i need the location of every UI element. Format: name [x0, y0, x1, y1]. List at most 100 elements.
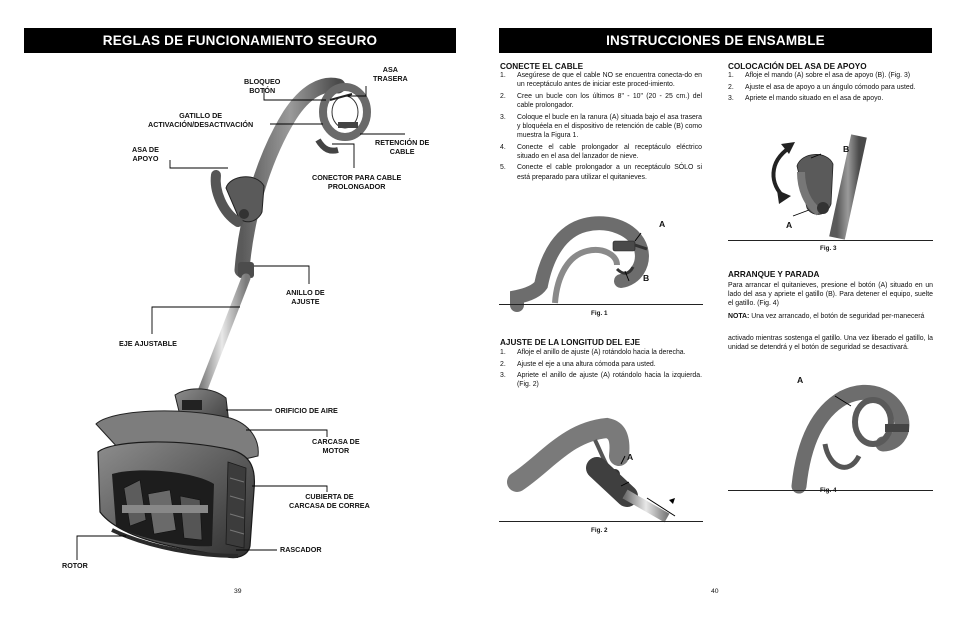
fig3-caption: Fig. 3 — [820, 245, 837, 252]
step-text: Conecte el cable prolongador a un recept… — [517, 164, 702, 181]
page-number: 39 — [234, 588, 242, 595]
nota-text: Una vez arrancado, el botón de seguridad… — [749, 313, 925, 320]
fig4-rule — [728, 490, 933, 491]
fig1-illustration — [510, 216, 649, 312]
step-number: 3. — [728, 95, 734, 103]
label-line: CARCASA DE CORREA — [289, 501, 370, 510]
label-carcasa-motor: CARCASA DE MOTOR — [312, 437, 360, 455]
right-page: INSTRUCCIONES DE ENSAMBLE CONECTE EL CAB… — [477, 0, 954, 618]
label-asa-apoyo: ASA DE APOYO — [132, 145, 159, 163]
label-orificio-aire: ORIFICIO DE AIRE — [275, 406, 338, 415]
label-rascador: RASCADOR — [280, 545, 322, 554]
step: 1. Asegúrese de que el cable NO se encuen… — [500, 71, 702, 89]
fig1-letter-b: B — [643, 273, 650, 283]
label-rotor: ROTOR — [62, 561, 88, 570]
step-number: 1. — [500, 72, 506, 79]
label-line: APOYO — [132, 154, 159, 163]
fig1-letter-a: A — [659, 219, 666, 229]
colocacion-steps: 1. Afloje el mando (A) sobre el asa de ap… — [728, 71, 933, 106]
label-line: ASA DE — [132, 145, 159, 154]
step-text: Apriete el anillo de ajuste (A) rotándol… — [517, 372, 702, 389]
step: 2. Ajuste el eje a una altura cómoda para… — [500, 360, 702, 369]
left-page: REGLAS DE FUNCIONAMIENTO SEGURO — [24, 28, 456, 595]
fig3-illustration — [771, 134, 867, 240]
step-text: Afloje el anillo de ajuste (A) rotándolo… — [517, 349, 686, 356]
fig2-caption: Fig. 2 — [591, 527, 608, 534]
conecte-steps: 1. Asegúrese de que el cable NO se encuen… — [500, 71, 702, 184]
label-line: CABLE — [389, 147, 415, 156]
label-conector-cable: CONECTOR PARA CABLE PROLONGADOR — [312, 173, 401, 191]
label-bloqueo-boton: BLOQUEO BOTÓN — [244, 77, 280, 95]
step-text: Afloje el mando (A) sobre el asa de apoy… — [745, 72, 911, 79]
fig4-illustration — [791, 385, 910, 494]
step-number: 4. — [500, 143, 506, 151]
step-number: 3. — [500, 372, 506, 380]
step: 2. Cree un bucle con los últimos 8" - 10"… — [500, 92, 702, 110]
label-line: BLOQUEO — [244, 77, 281, 86]
step-number: 2. — [500, 360, 506, 368]
step-text: Cree un bucle con los últimos 8" - 10" (… — [517, 92, 702, 109]
step: 3. Apriete el mando situado en el asa de … — [728, 94, 933, 103]
label-line: RETENCIÓN DE — [375, 138, 430, 147]
section-title-ajuste: AJUSTE DE LA LONGITUD DEL EJE — [500, 338, 641, 347]
label-line: GATILLO DE — [179, 111, 223, 120]
safety-rules-banner: REGLAS DE FUNCIONAMIENTO SEGURO — [24, 28, 456, 53]
step: 1. Afloje el anillo de ajuste (A) rotándo… — [500, 348, 702, 357]
section-title-arranque: ARRANQUE Y PARADA — [728, 270, 820, 279]
fig3-letter-b: B — [843, 144, 850, 154]
step-text: Coloque el bucle en la ranura (A) situad… — [517, 113, 702, 139]
label-retencion-cable: RETENCIÓN DE CABLE — [375, 138, 429, 156]
label-cubierta-correa: CUBIERTA DE CARCASA DE CORREA — [289, 492, 370, 510]
step-number: 2. — [728, 83, 734, 91]
fig3-rule — [728, 240, 933, 241]
label-line: TRASERA — [373, 74, 408, 83]
fig2-letter-a: A — [627, 452, 634, 462]
step-number: 2. — [500, 92, 506, 100]
step-text: Ajuste el asa de apoyo a un ángulo cómod… — [745, 83, 916, 91]
label-line: CONECTOR PARA CABLE — [312, 173, 402, 182]
arranque-nota: NOTA: Una vez arrancado, el botón de seg… — [728, 312, 933, 321]
label-gatillo: GATILLO DE ACTIVACIÓN/DESACTIVACIÓN — [148, 111, 253, 129]
step: 1. Afloje el mando (A) sobre el asa de ap… — [728, 71, 933, 80]
fig2-illustration — [507, 417, 676, 523]
label-asa-trasera: ASA TRASERA — [373, 65, 408, 83]
section-title-conecte: CONECTE EL CABLE — [500, 62, 584, 71]
label-anillo-ajuste: ANILLO DE AJUSTE — [286, 288, 325, 306]
label-line: ACTIVACIÓN/DESACTIVACIÓN — [148, 120, 254, 129]
step-number: 1. — [728, 72, 734, 79]
step: 5. Conecte el cable prolongador a un rece… — [500, 163, 702, 181]
step-text: Apriete el mando situado en el asa de ap… — [745, 95, 884, 103]
step: 2. Ajuste el asa de apoyo a un ángulo cóm… — [728, 83, 933, 92]
snow-thrower-illustration — [76, 77, 405, 560]
nota-label: NOTA: — [728, 313, 750, 320]
fig2-rule — [499, 521, 703, 522]
label-line: AJUSTE — [291, 297, 320, 306]
label-line: ASA — [382, 65, 398, 74]
label-line: CARCASA DE — [312, 437, 360, 446]
step: 3. Apriete el anillo de ajuste (A) rotánd… — [500, 371, 702, 389]
section-title-colocacion: COLOCACIÓN DEL ASA DE APOYO — [728, 62, 867, 71]
label-line: PROLONGADOR — [327, 182, 386, 191]
fig3-letter-a: A — [786, 220, 793, 230]
step: 3. Coloque el bucle en la ranura (A) situ… — [500, 113, 702, 141]
step-number: 1. — [500, 349, 506, 356]
ajuste-steps: 1. Afloje el anillo de ajuste (A) rotándo… — [500, 348, 702, 392]
step-number: 5. — [500, 164, 506, 172]
fig1-caption: Fig. 1 — [591, 310, 608, 317]
step-text: Ajuste el eje a una altura cómoda para u… — [517, 360, 656, 368]
arranque-paragraph-1: Para arrancar el quitanieves, presione e… — [728, 282, 933, 308]
step-number: 3. — [500, 113, 506, 121]
assembly-banner: INSTRUCCIONES DE ENSAMBLE — [499, 28, 932, 53]
fig4-caption: Fig. 4 — [820, 487, 837, 494]
label-line: CUBIERTA DE — [305, 492, 354, 501]
step-text: Conecte el cable prolongador al receptác… — [517, 143, 702, 160]
fig1-rule — [499, 304, 703, 305]
arranque-paragraph-2: activado mientras sostenga el gatillo. U… — [728, 335, 933, 352]
step: 4. Conecte el cable prolongador al recept… — [500, 143, 702, 161]
label-eje-ajustable: EJE AJUSTABLE — [119, 339, 177, 348]
step-text: Asegúrese de que el cable NO se encuentr… — [517, 72, 702, 89]
label-line: ANILLO DE — [286, 288, 325, 297]
label-line: BOTÓN — [249, 86, 276, 95]
page-number: 40 — [711, 588, 719, 595]
label-line: MOTOR — [322, 446, 350, 455]
